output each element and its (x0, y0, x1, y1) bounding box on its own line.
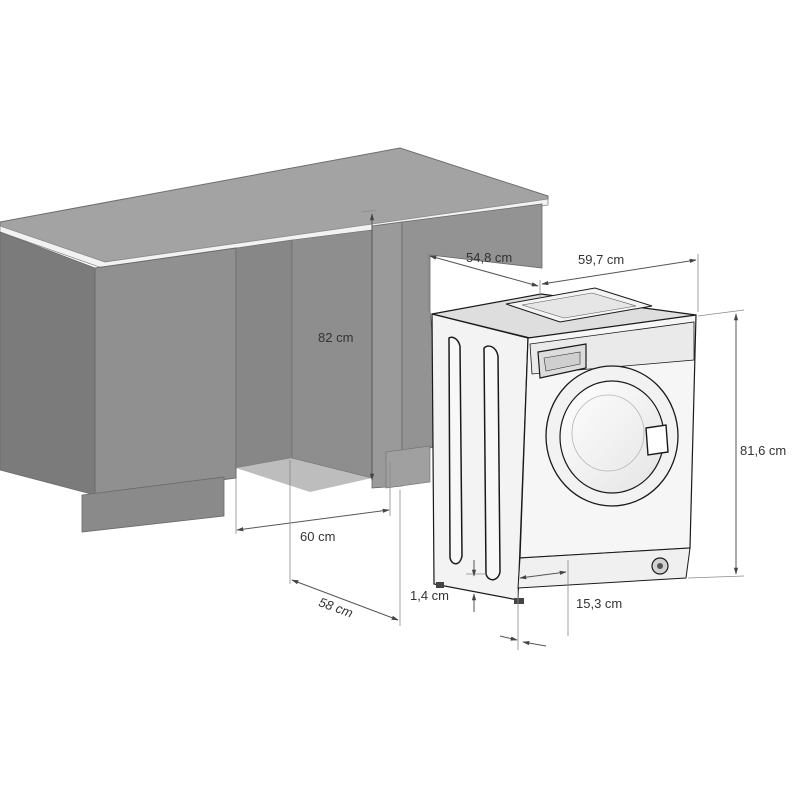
machine-side (431, 313, 529, 601)
cabinet-left-side (0, 231, 96, 496)
door-glass-inner (571, 394, 645, 472)
dim-line-niche-width (236, 508, 390, 532)
label-machine-depth: 54,8 cm (466, 250, 512, 265)
drain-filter-center (657, 563, 663, 569)
dim-line-machine-width (541, 258, 697, 286)
label-niche-width: 60 cm (300, 529, 335, 544)
dim-line-machine-depth (429, 255, 539, 287)
niche-floor (236, 458, 372, 492)
worktop-edge (0, 198, 549, 270)
niche-right-side (291, 229, 373, 479)
label-machine-width: 59,7 cm (578, 252, 624, 267)
dim-line-niche-depth (291, 579, 399, 621)
detergent-lid-inner (521, 292, 637, 319)
niche-back-wall (235, 239, 293, 469)
dim-line-plinth-offset (519, 570, 567, 580)
door-handle (645, 424, 669, 456)
cabinet-plinth-right (385, 445, 431, 489)
washing-machine (431, 287, 697, 604)
cabinet-front-left (94, 247, 237, 498)
label-machine-height: 81,6 cm (740, 443, 786, 458)
foot-left (436, 582, 444, 588)
label-niche-depth: 58 cm (317, 594, 356, 620)
cabinet-plinth-left (81, 476, 225, 533)
side-rail-right (483, 345, 501, 581)
kitchen-cabinet (0, 147, 549, 533)
label-plinth-offset: 15,3 cm (576, 596, 622, 611)
dimension-labels: 82 cm 60 cm 58 cm 54,8 cm 59,7 cm 81,6 c… (300, 250, 786, 621)
dimension-lines (235, 209, 745, 650)
label-counter-height: 82 cm (318, 330, 353, 345)
cabinet-front-right (371, 221, 403, 489)
side-rail-left (448, 336, 463, 565)
drawer-handle-inner (543, 351, 581, 372)
label-feet-height: 1,4 cm (410, 588, 449, 603)
foot-right (514, 598, 524, 604)
